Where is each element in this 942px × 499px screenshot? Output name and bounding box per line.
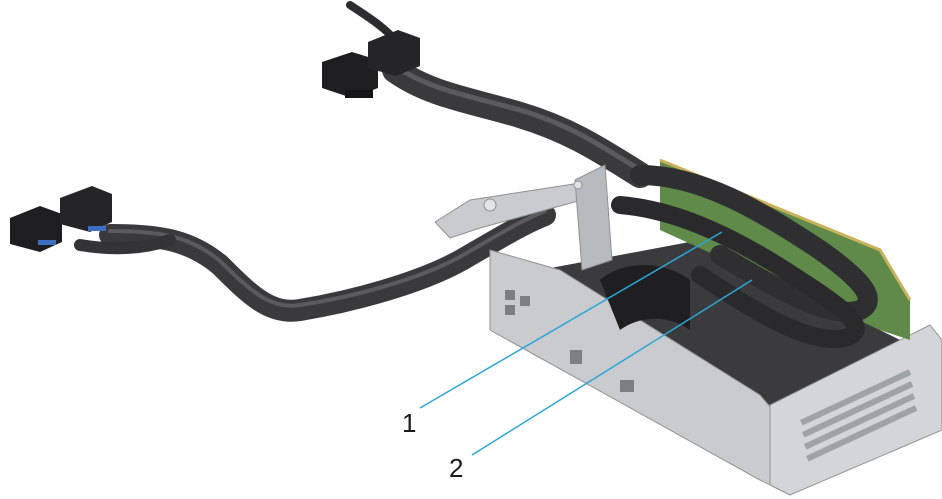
bracket-post <box>574 164 613 271</box>
lower-cable <box>99 204 556 322</box>
leader-line-1 <box>419 231 723 409</box>
upper-connector-left <box>322 52 378 98</box>
flex-tab-1 <box>38 240 56 245</box>
lower-cable-highlight <box>108 209 547 308</box>
thumb-screw <box>483 198 497 212</box>
upper-connector-latch <box>345 90 373 98</box>
cable-guide-baffle <box>600 264 690 330</box>
upper-connectors <box>322 30 420 98</box>
upper-cable <box>382 57 653 188</box>
internal-cables <box>611 165 878 348</box>
left-connector-back <box>10 206 62 252</box>
left-connectors <box>10 186 112 252</box>
leader-line-2 <box>471 279 753 456</box>
callout-2-label: 2 <box>449 453 463 483</box>
internal-cable-1 <box>630 165 878 322</box>
upper-cable-highlight <box>392 63 643 173</box>
wall-slots <box>505 290 634 392</box>
faceplate-vents <box>800 369 918 462</box>
callouts: 1 2 <box>402 231 753 483</box>
flex-tab-2 <box>88 226 106 231</box>
left-connector-front <box>60 186 112 232</box>
rivet-top <box>573 180 583 190</box>
internal-cable-2 <box>611 196 865 348</box>
cable-bundle <box>74 1 653 322</box>
callout-1-label: 1 <box>402 408 416 438</box>
upper-connector-right <box>368 30 420 76</box>
lower-cable-branch <box>74 234 176 255</box>
